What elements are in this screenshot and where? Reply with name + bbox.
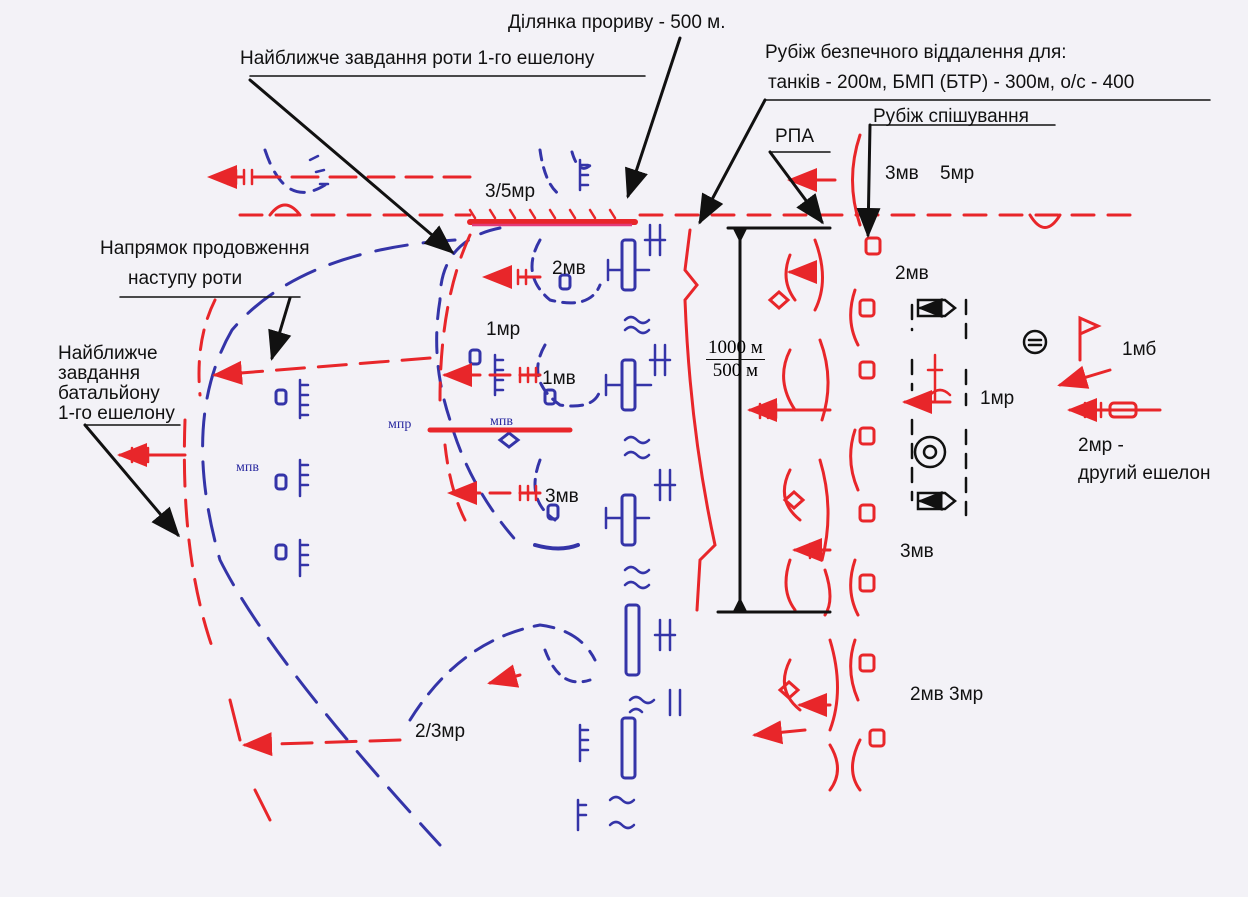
enemy-positions <box>201 148 682 847</box>
unit-5mr-top: 5мр <box>940 163 975 184</box>
own-troops <box>117 133 1162 822</box>
unit-2-3mr: 2/3мр <box>415 721 466 742</box>
dismount-line-callout: Рубіж спішування <box>873 106 1029 127</box>
unit-3mv-top: 3мв <box>885 163 919 184</box>
label-mpv-center: мпв <box>490 414 513 429</box>
unit-2mv-center: 2мв <box>552 258 586 279</box>
rpa-label: РПА <box>775 126 815 147</box>
continue-direction-line2: наступу роти <box>128 268 243 289</box>
unit-1mr-right: 1мр <box>980 388 1015 409</box>
unit-2mv-3mr: 2мв 3мр <box>910 684 984 705</box>
company-task-callout: Найближче завдання роти 1-го ешелону <box>240 48 595 69</box>
breakthrough-callout: Ділянка прориву - 500 м. <box>508 12 726 33</box>
unit-3mv-center: 3мв <box>545 486 579 507</box>
dismount-line <box>849 133 862 792</box>
safe-distance-line <box>683 228 717 612</box>
unit-2mr-line1: 2мр - <box>1078 435 1124 456</box>
label-mpr: мпр <box>388 417 412 432</box>
unit-3mv-right: 3мв <box>900 541 934 562</box>
label-mpv-left: мпв <box>236 460 259 475</box>
battalion-task-line3: батальйону <box>58 383 160 404</box>
unit-3-5mr: 3/5мр <box>485 181 536 202</box>
continue-direction-line1: Напрямок продовження <box>100 238 310 259</box>
safe-distance-callout-line2: танків - 200м, БМП (БТР) - 300м, о/с - 4… <box>768 72 1135 93</box>
battalion-task-line1: Найближче <box>58 343 158 364</box>
battalion-elements <box>83 36 1211 614</box>
distance-bottom: 500 м <box>712 360 759 381</box>
safe-distance-callout-line1: Рубіж безпечного віддалення для: <box>765 42 1067 63</box>
unit-2mv-right: 2мв <box>895 263 929 284</box>
enemy-battalion-arc <box>201 238 457 847</box>
distance-fraction: 1000 м 500 м <box>706 337 765 382</box>
unit-2mr-line2: другий ешелон <box>1078 463 1211 484</box>
battalion-task-line4: 1-го ешелону <box>58 403 175 424</box>
unit-1mv-center: 1мв <box>542 368 576 389</box>
unit-1mr-center: 1мр <box>486 319 521 340</box>
unit-1mb: 1мб <box>1122 339 1157 360</box>
distance-top: 1000 м <box>706 337 765 360</box>
battalion-task-line2: завдання <box>58 363 141 384</box>
